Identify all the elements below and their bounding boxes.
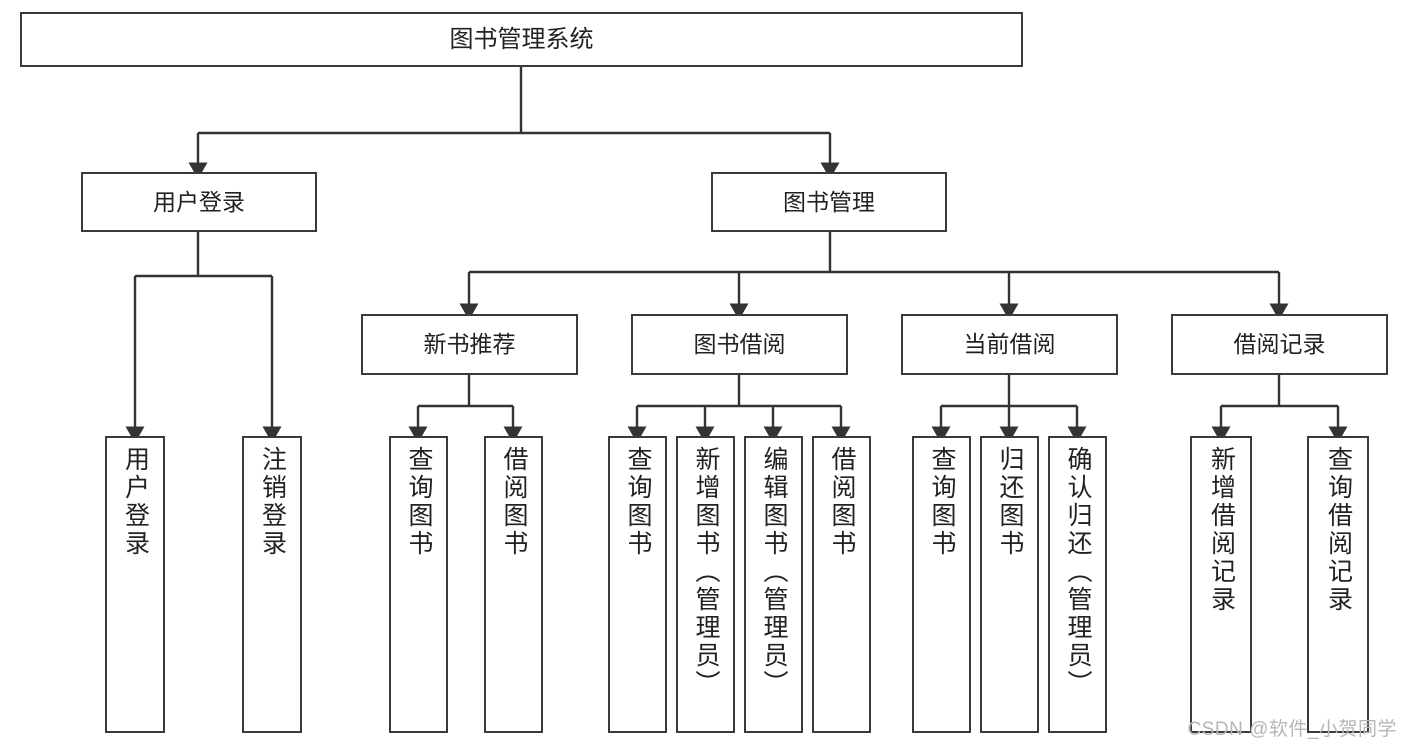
node-user-login-label: 用户登录 bbox=[153, 188, 245, 215]
node-leaf-edit-book[interactable]: 编辑图书（管理员） bbox=[744, 436, 803, 733]
node-leaf-query-book-1-label: 查询图书 bbox=[405, 446, 433, 558]
node-leaf-query-book-3[interactable]: 查询图书 bbox=[912, 436, 971, 733]
node-leaf-borrow-book-1[interactable]: 借阅图书 bbox=[484, 436, 543, 733]
node-borrow-record[interactable]: 借阅记录 bbox=[1171, 314, 1388, 375]
node-leaf-query-record[interactable]: 查询借阅记录 bbox=[1307, 436, 1369, 733]
node-leaf-add-record-label: 新增借阅记录 bbox=[1207, 446, 1236, 614]
node-leaf-borrow-book-2-label: 借阅图书 bbox=[828, 446, 856, 558]
node-book-management[interactable]: 图书管理 bbox=[711, 172, 947, 232]
node-new-book-recommend[interactable]: 新书推荐 bbox=[361, 314, 578, 375]
node-leaf-borrow-book-1-label: 借阅图书 bbox=[500, 446, 528, 558]
node-book-management-label: 图书管理 bbox=[783, 188, 875, 215]
node-root-system[interactable]: 图书管理系统 bbox=[20, 12, 1023, 67]
node-leaf-return-book[interactable]: 归还图书 bbox=[980, 436, 1039, 733]
node-leaf-add-record[interactable]: 新增借阅记录 bbox=[1190, 436, 1252, 733]
watermark-text: CSDN @软件_小贺同学 bbox=[1187, 719, 1397, 740]
node-leaf-add-book-label: 新增图书（管理员） bbox=[692, 446, 720, 698]
node-root-system-label: 图书管理系统 bbox=[449, 25, 594, 53]
node-leaf-logout-login-label: 注销登录 bbox=[258, 446, 287, 558]
node-book-borrow[interactable]: 图书借阅 bbox=[631, 314, 848, 375]
node-leaf-add-book[interactable]: 新增图书（管理员） bbox=[676, 436, 735, 733]
node-leaf-edit-book-label: 编辑图书（管理员） bbox=[760, 446, 788, 698]
node-current-borrow[interactable]: 当前借阅 bbox=[901, 314, 1118, 375]
node-new-book-recommend-label: 新书推荐 bbox=[423, 331, 516, 358]
node-leaf-confirm-return[interactable]: 确认归还（管理员） bbox=[1048, 436, 1107, 733]
node-leaf-query-book-1[interactable]: 查询图书 bbox=[389, 436, 448, 733]
node-leaf-return-book-label: 归还图书 bbox=[996, 446, 1024, 558]
node-leaf-user-login-label: 用户登录 bbox=[121, 446, 150, 558]
node-leaf-confirm-return-label: 确认归还（管理员） bbox=[1064, 446, 1092, 698]
node-leaf-borrow-book-2[interactable]: 借阅图书 bbox=[812, 436, 871, 733]
node-current-borrow-label: 当前借阅 bbox=[963, 331, 1056, 358]
node-leaf-query-book-2-label: 查询图书 bbox=[624, 446, 652, 558]
node-leaf-query-book-2[interactable]: 查询图书 bbox=[608, 436, 667, 733]
node-leaf-query-book-3-label: 查询图书 bbox=[928, 446, 956, 558]
node-leaf-user-login[interactable]: 用户登录 bbox=[105, 436, 165, 733]
node-user-login[interactable]: 用户登录 bbox=[81, 172, 317, 232]
node-book-borrow-label: 图书借阅 bbox=[693, 331, 786, 358]
node-borrow-record-label: 借阅记录 bbox=[1233, 331, 1326, 358]
node-leaf-query-record-label: 查询借阅记录 bbox=[1324, 446, 1353, 614]
node-leaf-logout-login[interactable]: 注销登录 bbox=[242, 436, 302, 733]
